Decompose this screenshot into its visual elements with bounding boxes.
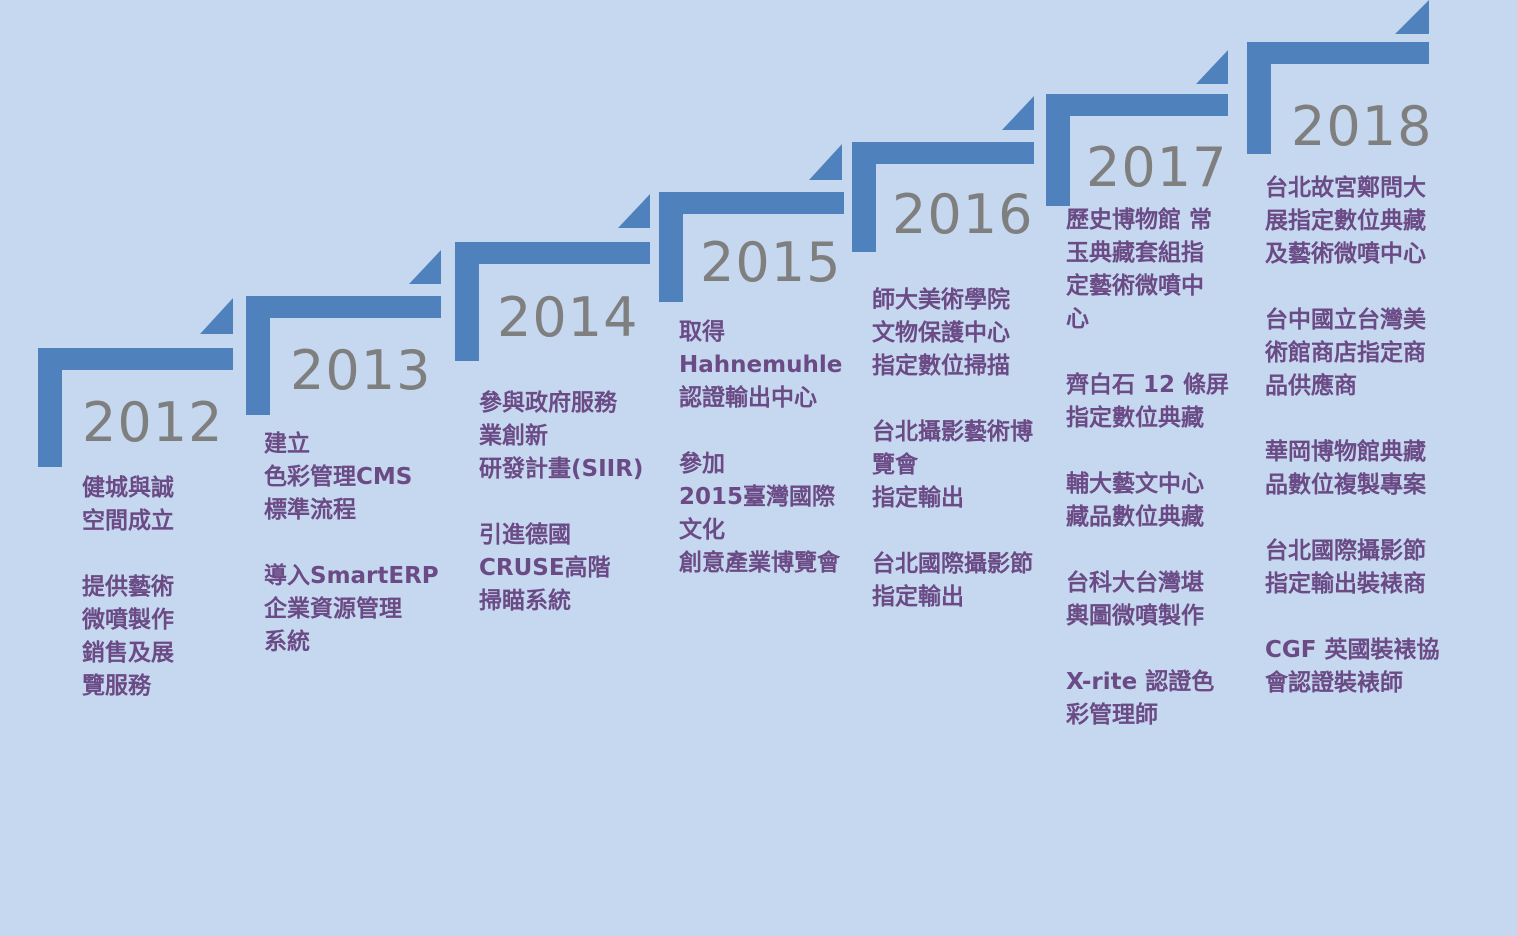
timeline-diagram: 2012 健城與誠 空間成立 提供藝術 微噴製作 銷售及展 覽服務 2013 建…	[38, 0, 1447, 782]
step-bracket-shape	[852, 96, 1034, 252]
milestone-list: 建立 色彩管理CMS 標準流程 導入SmartERP 企業資源管理 系統	[264, 428, 439, 692]
milestone-item: 華岡博物館典藏 品數位複製專案	[1265, 439, 1426, 498]
timeline-step-2014: 2014 參與政府服務 業創新 研發計畫(SIIR) 引進德國 CRUSE高階 …	[455, 192, 655, 832]
year-label: 2013	[290, 339, 432, 402]
timeline-step-2018: 2018 台北故宮鄭問大 展指定數位典藏 及藝術微噴中心 台中國立台灣美 術館商…	[1247, 0, 1447, 696]
milestone-item: 引進德國 CRUSE高階 掃瞄系統	[479, 522, 611, 614]
timeline-step-2013: 2013 建立 色彩管理CMS 標準流程 導入SmartERP 企業資源管理 系…	[246, 248, 446, 888]
step-bracket-shape	[1247, 0, 1429, 154]
milestone-item: 台北攝影藝術博 覽會 指定輸出	[872, 419, 1033, 511]
timeline-step-2016: 2016 師大美術學院 文物保護中心 指定數位掃描 台北攝影藝術博 覽會 指定輸…	[852, 94, 1052, 734]
year-label: 2014	[497, 286, 639, 349]
milestone-list: 參與政府服務 業創新 研發計畫(SIIR) 引進德國 CRUSE高階 掃瞄系統	[479, 387, 643, 651]
year-label: 2017	[1086, 136, 1228, 199]
milestone-item: 台北國際攝影節 指定輸出	[872, 551, 1033, 610]
milestone-item: 台北故宮鄭問大 展指定數位典藏 及藝術微噴中心	[1265, 175, 1426, 267]
timeline-step-2017: 2017 歷史博物館 常 玉典藏套組指 定藝術微噴中 心 齊白石 12 條屏 指…	[1046, 48, 1246, 728]
milestone-item: 台中國立台灣美 術館商店指定商 品供應商	[1265, 307, 1426, 399]
milestone-list: 健城與誠 空間成立 提供藝術 微噴製作 銷售及展 覽服務	[82, 472, 174, 736]
year-label: 2012	[82, 391, 224, 454]
step-bracket-shape	[659, 144, 844, 302]
milestone-item: 建立 色彩管理CMS 標準流程	[264, 431, 413, 523]
milestone-item: 導入SmartERP 企業資源管理 系統	[264, 563, 439, 655]
milestone-list: 取得 Hahnemuhle 認證輸出中心 參加 2015臺灣國際 文化 創意產業…	[679, 316, 842, 613]
milestone-item: 齊白石 12 條屏 指定數位典藏	[1066, 372, 1230, 431]
year-label: 2018	[1291, 95, 1433, 158]
timeline-step-2015: 2015 取得 Hahnemuhle 認證輸出中心 參加 2015臺灣國際 文化…	[659, 142, 859, 782]
step-bracket-shape	[38, 298, 233, 467]
milestone-list: 師大美術學院 文物保護中心 指定數位掃描 台北攝影藝術博 覽會 指定輸出 台北國…	[872, 284, 1033, 647]
timeline-step-2012: 2012 健城與誠 空間成立 提供藝術 微噴製作 銷售及展 覽服務	[38, 296, 238, 936]
step-bracket-shape	[246, 250, 441, 415]
milestone-item: 師大美術學院 文物保護中心 指定數位掃描	[872, 287, 1010, 379]
year-label: 2015	[700, 231, 842, 294]
milestone-item: 歷史博物館 常 玉典藏套組指 定藝術微噴中 心	[1066, 207, 1213, 332]
milestone-item: 台科大台灣堪 輿圖微噴製作	[1066, 570, 1204, 629]
milestone-item: 提供藝術 微噴製作 銷售及展 覽服務	[82, 574, 174, 699]
milestone-item: CGF 英國裝裱協 會認證裝裱師	[1265, 637, 1440, 696]
step-bracket-shape	[455, 194, 650, 361]
milestone-item: 參與政府服務 業創新 研發計畫(SIIR)	[479, 390, 644, 482]
milestone-item: 輔大藝文中心 藏品數位典藏	[1066, 471, 1204, 530]
year-label: 2016	[892, 183, 1034, 246]
step-bracket-shape	[1046, 50, 1228, 206]
milestone-item: 台北國際攝影節 指定輸出裝裱商	[1265, 538, 1426, 597]
milestone-item: X-rite 認證色 彩管理師	[1066, 669, 1215, 728]
milestone-list: 歷史博物館 常 玉典藏套組指 定藝術微噴中 心 齊白石 12 條屏 指定數位典藏…	[1066, 204, 1229, 765]
milestone-item: 參加 2015臺灣國際 文化 創意產業博覽會	[679, 451, 840, 576]
milestone-item: 取得 Hahnemuhle 認證輸出中心	[679, 319, 843, 411]
milestone-item: 健城與誠 空間成立	[82, 475, 174, 534]
milestone-list: 台北故宮鄭問大 展指定數位典藏 及藝術微噴中心 台中國立台灣美 術館商店指定商 …	[1265, 172, 1439, 733]
